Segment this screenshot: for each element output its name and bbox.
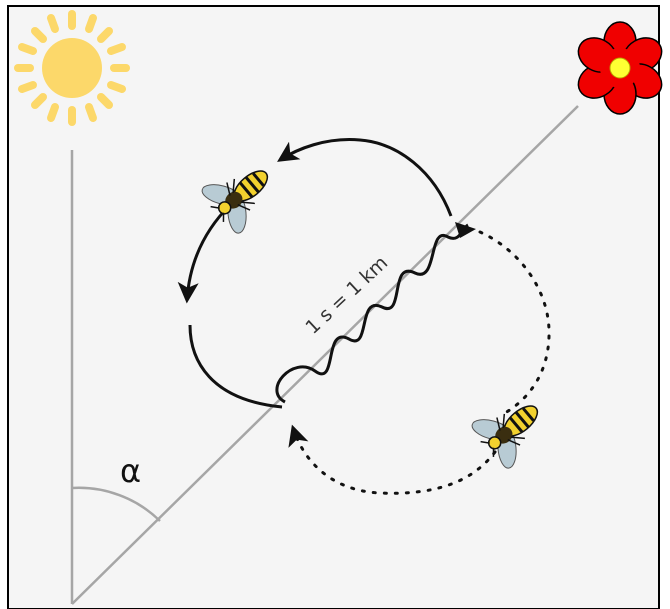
sun-disc — [42, 38, 102, 98]
flower-center — [610, 58, 630, 78]
angle-label: α — [120, 452, 141, 490]
